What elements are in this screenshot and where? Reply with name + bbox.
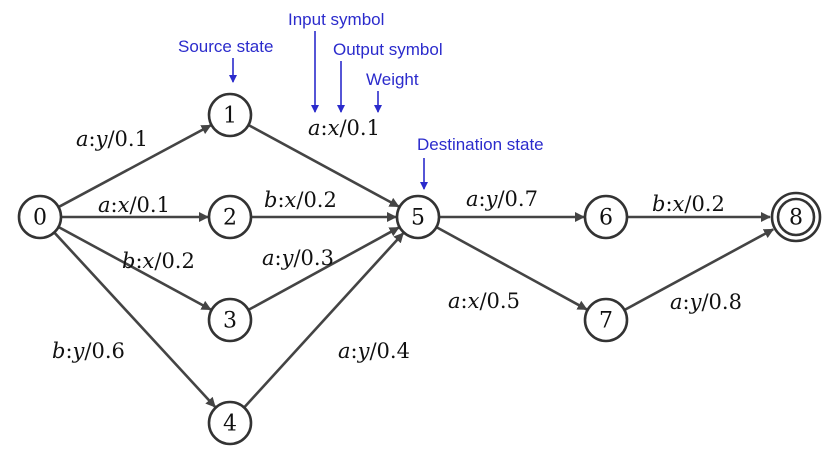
state-3: 3	[207, 297, 253, 343]
edge-label-1-5: a:x/0.1	[308, 116, 380, 140]
edge-1-5	[247, 123, 400, 208]
edge-label-5-7: a:x/0.5	[448, 289, 520, 313]
edge-0-3	[57, 225, 212, 311]
state-0-circle	[17, 194, 63, 240]
state-5: 5	[395, 194, 441, 240]
state-0: 0	[17, 194, 63, 240]
state-3-label: 3	[223, 309, 237, 334]
state-8: 8	[770, 191, 822, 243]
edge-label-5-6: a:y/0.7	[466, 187, 538, 211]
state-6: 6	[583, 194, 629, 240]
edge-4-5	[243, 232, 405, 409]
state-7: 7	[583, 297, 629, 343]
edge-label-0-4: b:y/0.6	[52, 339, 125, 363]
state-4-circle	[207, 400, 253, 446]
state-7-label: 7	[599, 309, 613, 334]
state-2: 2	[207, 194, 253, 240]
state-1-circle	[207, 92, 253, 138]
annotation-destination-state: Destination state	[417, 135, 544, 154]
edge-label-6-8: b:x/0.2	[652, 192, 725, 216]
state-6-label: 6	[599, 206, 613, 231]
state-8-inner-ring	[776, 197, 816, 237]
state-2-label: 2	[223, 206, 237, 231]
edge-label-0-2: a:x/0.1	[98, 193, 170, 217]
state-0-label: 0	[33, 206, 47, 231]
edge-label-3-5: a:y/0.3	[262, 246, 334, 270]
state-6-circle	[583, 194, 629, 240]
state-1-label: 1	[223, 104, 237, 129]
edges: a:y/0.1 a:x/0.1 b:x/0.2 b:y/0.6 a:x/0.1 b:x/0…	[52, 116, 775, 409]
state-5-label: 5	[411, 206, 425, 231]
annotation-weight: Weight	[366, 70, 419, 89]
annotations: Source state Input symbol Output symbol …	[178, 10, 544, 190]
edge-label-4-5: a:y/0.4	[338, 339, 410, 363]
state-7-circle	[583, 297, 629, 343]
edge-7-8	[623, 228, 775, 312]
states: 0 1 2 3 4 5 6 7 8	[17, 92, 822, 446]
state-3-circle	[207, 297, 253, 343]
state-2-circle	[207, 194, 253, 240]
state-5-circle	[395, 194, 441, 240]
state-1: 1	[207, 92, 253, 138]
annotation-source-state: Source state	[178, 37, 273, 56]
edge-label-0-1: a:y/0.1	[76, 127, 148, 151]
edge-label-7-8: a:y/0.8	[670, 290, 742, 314]
edge-label-2-5: b:x/0.2	[264, 188, 337, 212]
annotation-input-symbol: Input symbol	[288, 10, 384, 29]
edge-0-4	[53, 231, 217, 408]
state-8-label: 8	[789, 206, 803, 231]
state-4: 4	[207, 400, 253, 446]
edge-3-5	[247, 226, 400, 312]
edge-0-1	[57, 124, 212, 209]
annotation-output-symbol: Output symbol	[333, 40, 443, 59]
edge-5-7	[435, 225, 588, 311]
edge-label-0-3: b:x/0.2	[122, 249, 195, 273]
state-4-label: 4	[223, 412, 237, 437]
